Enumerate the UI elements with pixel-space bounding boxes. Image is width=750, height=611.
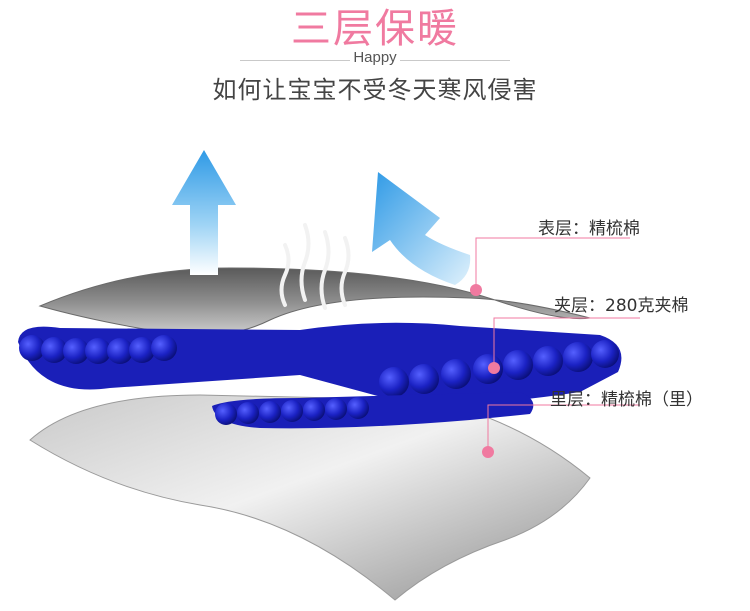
outer-layer-label: 表层：精梳棉 <box>538 214 640 239</box>
middle-layer-label: 夹层：280克夹棉 <box>554 291 688 316</box>
curl-arrow-icon <box>372 172 470 285</box>
inner-layer-label: 里层：精梳棉（里） <box>550 385 703 410</box>
outer-layer-sheet <box>40 268 590 336</box>
arrow-up-icon <box>172 150 236 275</box>
outer-layer-callout <box>470 238 630 296</box>
